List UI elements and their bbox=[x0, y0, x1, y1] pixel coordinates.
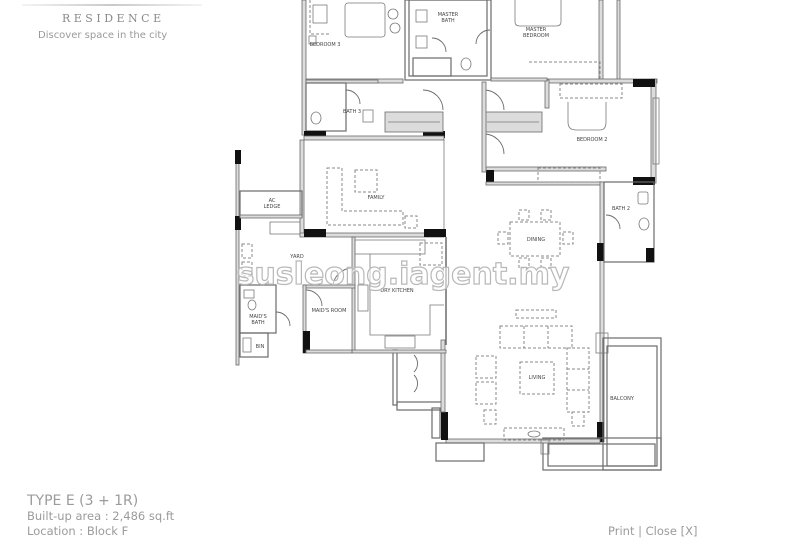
label-family: FAMILY bbox=[368, 195, 386, 201]
label-dining: DINING bbox=[527, 237, 545, 243]
label-bedroom3: BEDROOM 3 bbox=[310, 42, 341, 48]
unit-info: TYPE E (3 + 1R) Built-up area : 2,486 sq… bbox=[27, 493, 174, 539]
watermark: susleong.iagent.my bbox=[237, 257, 570, 292]
unit-type: TYPE E (3 + 1R) bbox=[27, 493, 139, 509]
brand-header: RESIDENCE Discover space in the city bbox=[0, 0, 210, 50]
brand-tagline: Discover space in the city bbox=[38, 30, 168, 41]
label-ac-ledge: AC bbox=[269, 198, 276, 204]
label-master-bedroom-2: BEDROOM bbox=[523, 33, 549, 39]
action-links: Print | Close [X] bbox=[608, 524, 698, 538]
label-maids-bath-2: BATH bbox=[251, 320, 265, 326]
unit-location: Location : Block F bbox=[27, 524, 129, 538]
built-up-area: Built-up area : 2,486 sq.ft bbox=[27, 509, 175, 523]
label-yard: YARD bbox=[289, 254, 304, 260]
label-maids-room: MAID'S ROOM bbox=[312, 308, 347, 314]
label-living: LIVING bbox=[529, 375, 546, 381]
brand-name: RESIDENCE bbox=[62, 12, 165, 25]
print-link[interactable]: Print bbox=[608, 524, 635, 538]
label-maids-bath: MAID'S bbox=[249, 314, 267, 320]
label-master-bath-2: BATH bbox=[441, 18, 455, 24]
label-balcony: BALCONY bbox=[610, 396, 635, 402]
label-bin: BIN bbox=[256, 344, 265, 350]
brand-divider bbox=[22, 4, 202, 6]
label-ac-ledge-2: LEDGE bbox=[264, 204, 281, 210]
label-bedroom2: BEDROOM 2 bbox=[577, 137, 608, 143]
label-dry-kitchen: DRY KITCHEN bbox=[380, 288, 414, 294]
label-master-bath: MASTER bbox=[438, 12, 459, 18]
separator: | bbox=[638, 524, 642, 538]
label-master-bedroom: MASTER bbox=[526, 27, 547, 33]
close-link[interactable]: Close [X] bbox=[645, 524, 698, 538]
label-bath3: BATH 3 bbox=[343, 109, 361, 115]
floor-plan: .w { fill: none; stroke: #6a6a6a; stroke… bbox=[235, 0, 662, 471]
label-bath2: BATH 2 bbox=[612, 206, 630, 212]
